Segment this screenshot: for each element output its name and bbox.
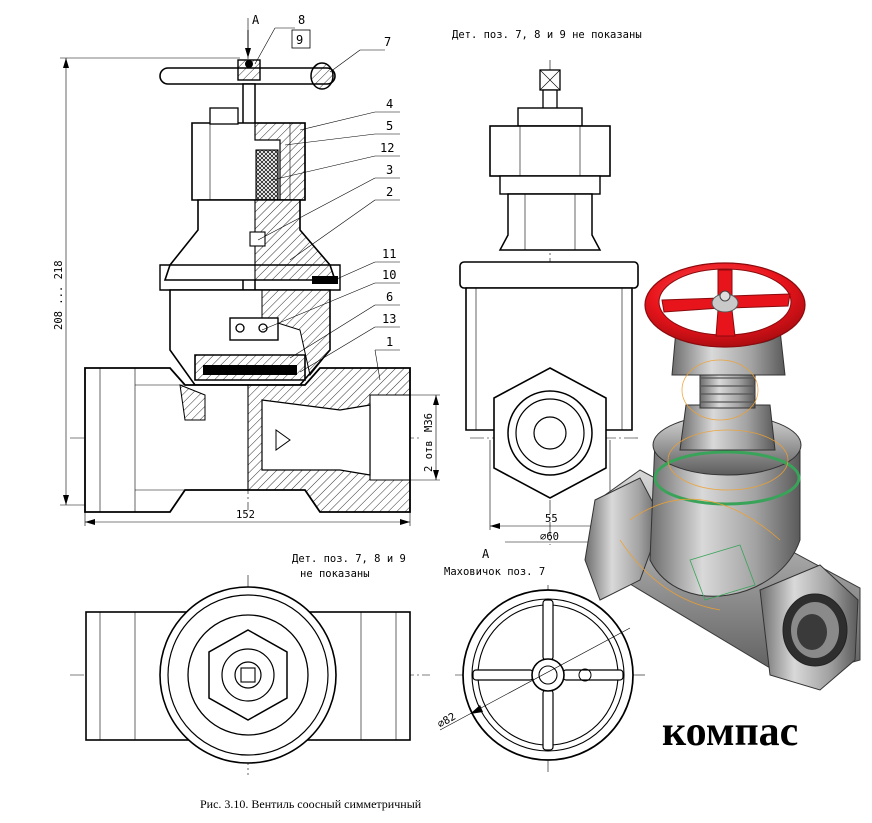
handwheel-mark: А (482, 547, 490, 561)
brand-logo: компас (662, 709, 798, 755)
callout-7: 7 (384, 35, 391, 49)
dim-width: 55 (545, 513, 558, 525)
callout-1: 1 (386, 335, 393, 349)
handle-knob (310, 62, 334, 90)
dim-length: 152 (236, 509, 255, 521)
callout-5: 5 (386, 119, 393, 133)
valve-3d-render (584, 262, 861, 691)
callout-3: 3 (386, 163, 393, 177)
note-top-line2: не показаны (300, 568, 370, 580)
top-view: Дет. поз. 7, 8 и 9 не показаны (70, 553, 430, 775)
callout-11: 11 (382, 247, 396, 261)
front-section-view: A (53, 13, 440, 526)
callout-9: 9 (296, 33, 303, 47)
dim-diameter: ⌀60 (540, 531, 559, 543)
note-side-view: Дет. поз. 7, 8 и 9 не показаны (452, 29, 642, 41)
callout-12: 12 (380, 141, 394, 155)
figure-caption: Рис. 3.10. Вентиль соосный симметричный (200, 797, 422, 811)
callout-10: 10 (382, 268, 396, 282)
dim-height: 208 ... 218 (53, 260, 65, 330)
handwheel-view: А Маховичок поз. 7 ⌀82 (436, 547, 645, 772)
callout-2: 2 (386, 185, 393, 199)
callout-4: 4 (386, 97, 393, 111)
note-top-line1: Дет. поз. 7, 8 и 9 (292, 553, 406, 565)
dim-holes: 2 отв (423, 440, 435, 472)
side-view: Дет. поз. 7, 8 и 9 не показаны 55 (452, 29, 642, 545)
callout-6: 6 (386, 290, 393, 304)
section-label-a: A (252, 13, 260, 27)
dim-handwheel: ⌀82 (436, 711, 458, 731)
callout-13: 13 (382, 312, 396, 326)
handwheel-title: Маховичок поз. 7 (444, 566, 545, 578)
callout-8: 8 (298, 13, 305, 27)
dim-thread: М36 (423, 413, 435, 432)
